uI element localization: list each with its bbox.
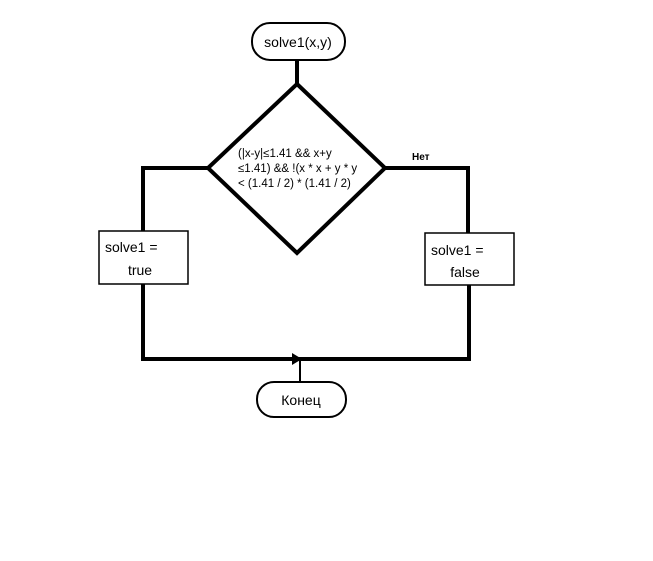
condition-line-1: (|x-y|≤1.41 && x+y [238,148,332,160]
false-process-box [424,232,515,286]
false-box-line2: false [450,264,480,280]
connector-false-to-merge [297,285,471,361]
condition-line-3: < (1.41 / 2) * (1.41 / 2) [238,178,351,190]
connector-false-branch [385,166,470,233]
false-box-line1: solve1 = [431,242,484,258]
merge-arrow-icon [292,353,302,365]
true-box-line2: true [128,262,152,278]
end-label: Конец [281,392,320,408]
end-terminator [256,381,347,418]
connector-true-to-merge [141,284,297,361]
decision-diamond [205,81,388,256]
branch-no-label: Нет [412,152,430,163]
connector-true-branch [141,166,208,231]
start-label: solve1(x,y) [264,34,332,50]
true-box-line1: solve1 = [105,239,158,255]
condition-line-2: ≤1.41) && !(x * x + y * y [238,163,357,175]
